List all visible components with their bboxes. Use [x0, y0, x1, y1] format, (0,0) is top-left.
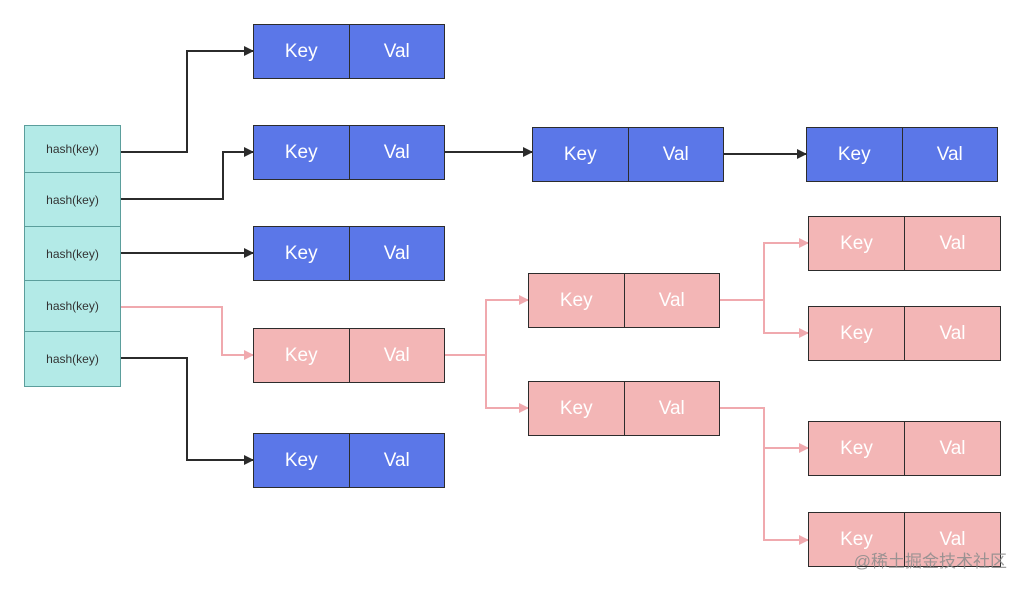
- arrow-tree-a-left: [720, 238, 809, 301]
- node-val: Val: [383, 141, 410, 163]
- node-key: Key: [254, 227, 350, 280]
- node-key: Key: [529, 382, 625, 435]
- node-val: Val: [662, 143, 689, 165]
- node-key: Key: [254, 25, 350, 78]
- node-key: Key: [809, 422, 905, 475]
- pink-node: Key Val: [808, 512, 1001, 567]
- watermark: @稀土掘金技术社区: [853, 552, 1007, 571]
- pink-node: Key Val: [528, 273, 720, 328]
- hash-bucket: hash(key): [24, 125, 121, 173]
- arrow-bucket5-to-node: [121, 357, 254, 465]
- node-key: Key: [254, 126, 350, 179]
- node-val: Val: [383, 40, 410, 62]
- node-val: Val: [939, 528, 966, 550]
- node-key: Key: [254, 434, 350, 487]
- arrow-bucket4-to-node: [121, 306, 254, 360]
- hash-bucket: hash(key): [24, 331, 121, 387]
- node-key: Key: [807, 128, 903, 181]
- arrow-tree-b-left: [720, 407, 809, 453]
- blue-node: Key Val: [253, 226, 445, 281]
- pink-node: Key Val: [808, 421, 1001, 476]
- node-val: Val: [383, 242, 410, 264]
- arrow-bucket2-to-node: [121, 147, 254, 200]
- node-val: Val: [939, 437, 966, 459]
- blue-node: Key Val: [253, 125, 445, 180]
- node-val: Val: [383, 344, 410, 366]
- node-val: Val: [383, 449, 410, 471]
- blue-node: Key Val: [253, 433, 445, 488]
- node-val: Val: [658, 289, 685, 311]
- node-key: Key: [529, 274, 625, 327]
- node-val: Val: [939, 322, 966, 344]
- blue-node: Key Val: [806, 127, 998, 182]
- pink-node: Key Val: [528, 381, 720, 436]
- pink-node: Key Val: [253, 328, 445, 383]
- blue-node: Key Val: [253, 24, 445, 79]
- hash-bucket: hash(key): [24, 172, 121, 227]
- arrow-tree-root-right: [485, 355, 529, 413]
- hash-table: hash(key) hash(key) hash(key) hash(key) …: [24, 125, 121, 387]
- node-key: Key: [254, 329, 350, 382]
- node-val: Val: [658, 397, 685, 419]
- blue-node: Key Val: [532, 127, 724, 182]
- node-key: Key: [809, 513, 905, 566]
- node-key: Key: [809, 217, 905, 270]
- node-val: Val: [939, 232, 966, 254]
- node-val: Val: [936, 143, 963, 165]
- node-key: Key: [809, 307, 905, 360]
- pink-node: Key Val: [808, 216, 1001, 271]
- hash-bucket: hash(key): [24, 280, 121, 332]
- node-key: Key: [533, 128, 629, 181]
- arrow-tree-b-right: [763, 448, 809, 545]
- arrow-bucket1-to-node: [121, 46, 254, 153]
- arrow-tree-root-left: [445, 295, 529, 356]
- arrow-tree-a-right: [763, 300, 809, 338]
- hash-bucket: hash(key): [24, 226, 121, 281]
- pink-node: Key Val: [808, 306, 1001, 361]
